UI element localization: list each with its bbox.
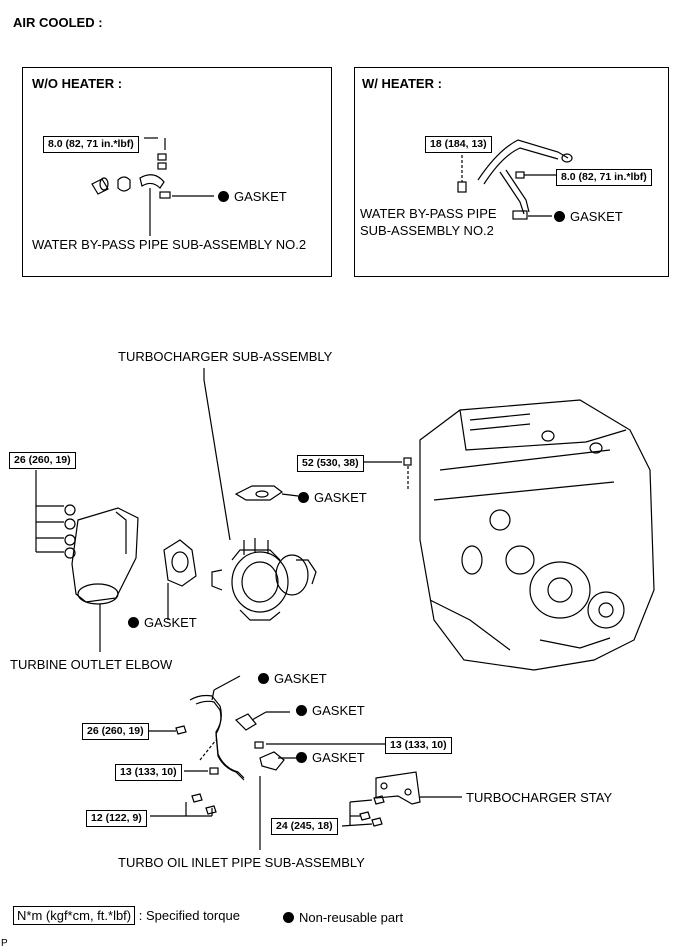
torque-spec-right-b: 8.0 (82, 71 in.*lbf) bbox=[556, 169, 652, 186]
non-reusable-dot-icon bbox=[298, 492, 309, 503]
torque-spec-13b: 13 (133, 10) bbox=[115, 764, 182, 781]
non-reusable-dot-icon bbox=[218, 191, 229, 202]
legend-nonreusable: Non-reusable part bbox=[283, 910, 403, 925]
gasket-text-turbo-top: GASKET bbox=[314, 490, 367, 505]
gasket-label-left: GASKET bbox=[218, 189, 287, 204]
legend-unit-desc: : Specified torque bbox=[138, 908, 240, 923]
non-reusable-dot-icon bbox=[296, 705, 307, 716]
gasket-text-elbow: GASKET bbox=[144, 615, 197, 630]
engine-block-art bbox=[419, 399, 655, 671]
torque-spec-26a: 26 (260, 19) bbox=[9, 452, 76, 469]
torque-spec-26b: 26 (260, 19) bbox=[82, 723, 149, 740]
turbocharger-stay-label: TURBOCHARGER STAY bbox=[466, 790, 613, 805]
oil-pipe-art bbox=[175, 694, 285, 815]
left-panel-parts bbox=[91, 137, 214, 236]
gasket-label-pipe1: GASKET bbox=[258, 671, 327, 686]
right-panel-parts bbox=[457, 139, 573, 220]
gasket-label-elbow: GASKET bbox=[128, 615, 197, 630]
non-reusable-dot-icon bbox=[554, 211, 565, 222]
panel-right-heading: W/ HEATER : bbox=[362, 76, 442, 91]
legend-torque: N*m (kgf*cm, ft.*lbf) : Specified torque bbox=[13, 906, 240, 925]
gasket-text-pipe2: GASKET bbox=[312, 703, 365, 718]
turbocharger-label: TURBOCHARGER SUB-ASSEMBLY bbox=[118, 349, 333, 364]
gasket-label-pipe2: GASKET bbox=[296, 703, 365, 718]
legend-nonreusable-text: Non-reusable part bbox=[299, 910, 404, 925]
gasket-label-right: GASKET bbox=[554, 209, 623, 224]
legend-unit-box: N*m (kgf*cm, ft.*lbf) bbox=[13, 906, 136, 925]
non-reusable-dot-icon bbox=[128, 617, 139, 628]
torque-spec-13a: 13 (133, 10) bbox=[385, 737, 452, 754]
part-label-right-line1: WATER BY-PASS PIPE bbox=[360, 206, 497, 221]
gasket-text-right: GASKET bbox=[570, 209, 623, 224]
non-reusable-dot-icon bbox=[283, 912, 294, 923]
torque-spec-12: 12 (122, 9) bbox=[86, 810, 147, 827]
panel-without-heater bbox=[22, 67, 332, 277]
oil-inlet-pipe-label: TURBO OIL INLET PIPE SUB-ASSEMBLY bbox=[118, 855, 365, 870]
torque-spec-24: 24 (245, 18) bbox=[271, 818, 338, 835]
gasket-label-pipe3: GASKET bbox=[296, 750, 365, 765]
torque-spec-left: 8.0 (82, 71 in.*lbf) bbox=[43, 136, 139, 153]
gasket-text-pipe1: GASKET bbox=[274, 671, 327, 686]
non-reusable-dot-icon bbox=[296, 752, 307, 763]
turbine-outlet-elbow-art bbox=[71, 507, 139, 652]
panel-with-heater bbox=[354, 67, 669, 277]
page-title: AIR COOLED : bbox=[13, 15, 103, 30]
turbine-outlet-elbow-label: TURBINE OUTLET ELBOW bbox=[10, 657, 173, 672]
turbocharger-art bbox=[211, 538, 317, 621]
gasket-text-pipe3: GASKET bbox=[312, 750, 365, 765]
non-reusable-dot-icon bbox=[258, 673, 269, 684]
gasket-label-turbo-top: GASKET bbox=[298, 490, 367, 505]
torque-spec-52: 52 (530, 38) bbox=[297, 455, 364, 472]
part-label-left: WATER BY-PASS PIPE SUB-ASSEMBLY NO.2 bbox=[32, 237, 307, 252]
gasket-text-left: GASKET bbox=[234, 189, 287, 204]
part-label-right-line2: SUB-ASSEMBLY NO.2 bbox=[360, 223, 494, 238]
panel-left-heading: W/O HEATER : bbox=[32, 76, 123, 91]
corner-code: P bbox=[1, 938, 8, 949]
torque-spec-right-a: 18 (184, 13) bbox=[425, 136, 492, 153]
